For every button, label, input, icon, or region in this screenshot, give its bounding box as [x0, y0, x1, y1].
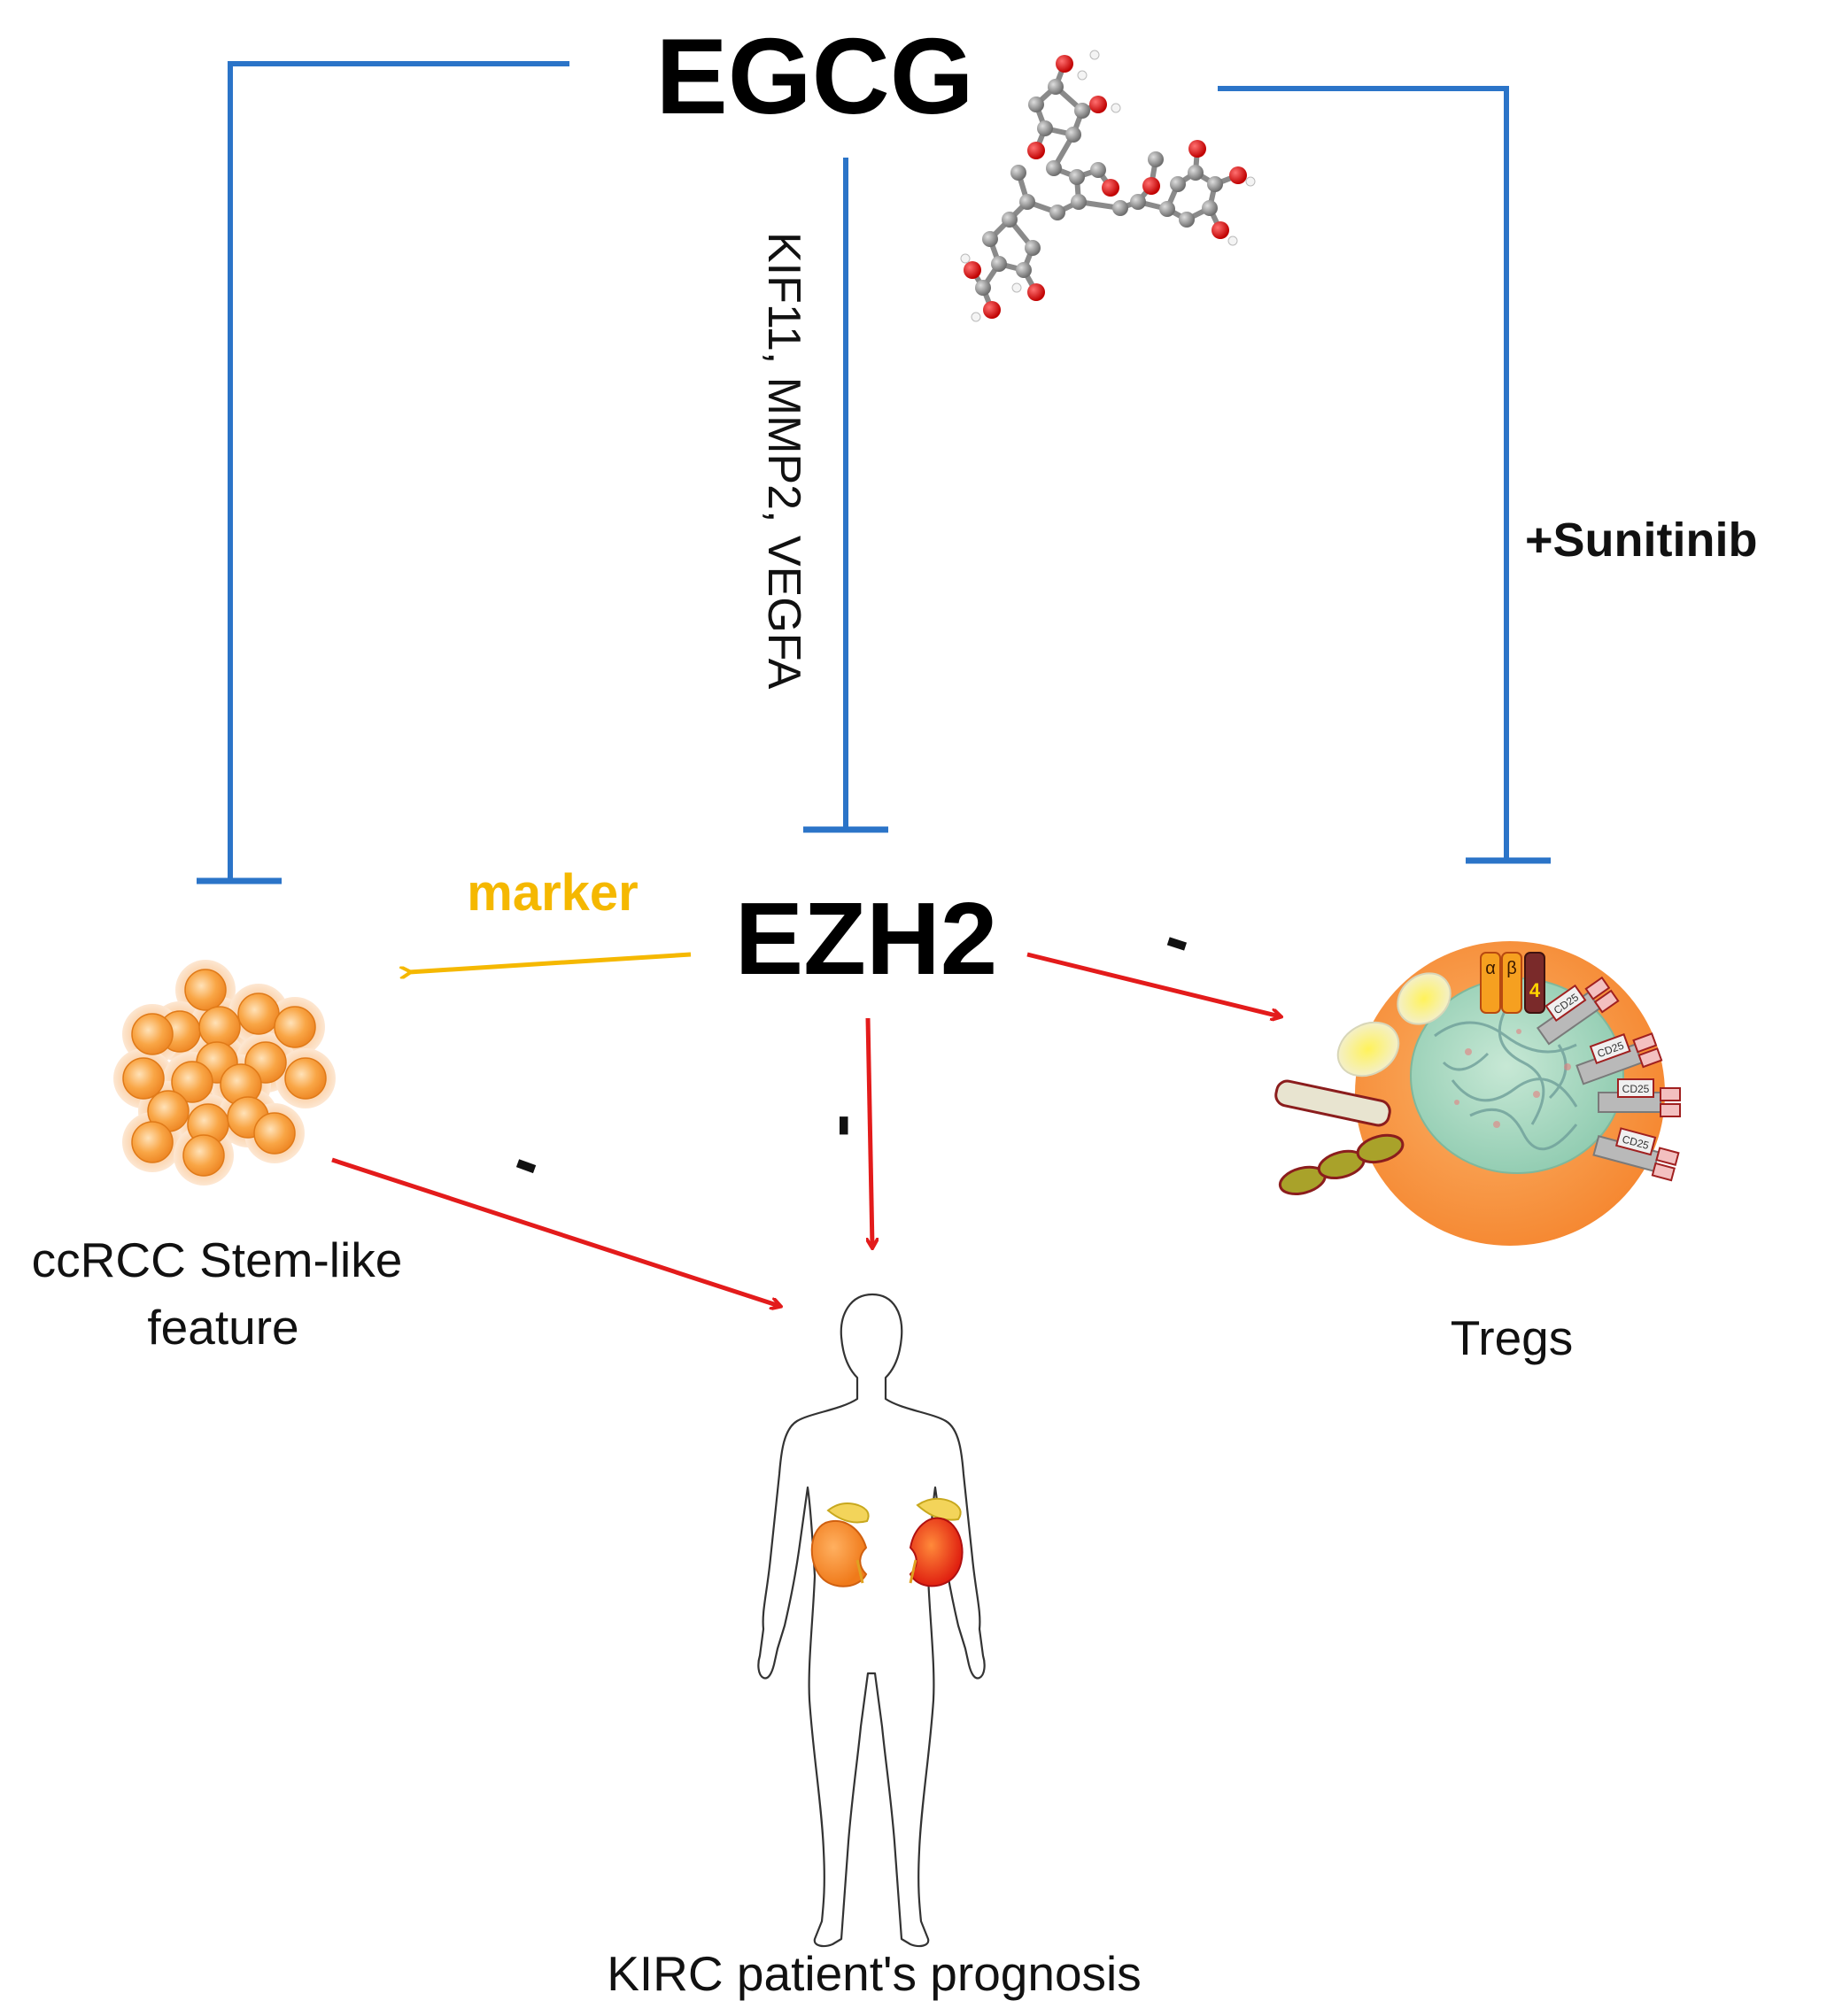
- human-body-icon: [757, 1293, 986, 1948]
- stem-label-line2: feature: [147, 1300, 298, 1355]
- beta-symbol: β: [1506, 959, 1517, 978]
- inhibition-egcg-ezh2: [803, 158, 888, 833]
- cd25-receptor-icon: CD25: [1598, 1078, 1681, 1117]
- kif11-mmp2-vegfa-label: KIF11, MMP2, VEGFA: [758, 232, 809, 690]
- cd25-receptor-icon: CD25: [1536, 976, 1620, 1046]
- cd25-receptor-icon: CD25: [1592, 1127, 1680, 1182]
- inhibition-egcg-stem: [197, 61, 569, 884]
- tregs-label: Tregs: [1451, 1310, 1574, 1365]
- four-symbol: 4: [1529, 979, 1541, 1001]
- kidney-right-icon: [909, 1497, 964, 1587]
- alpha-symbol: α: [1485, 959, 1496, 978]
- arrow-stem-to-patient: [331, 1157, 779, 1306]
- tcr-receptor-icon: α β 4: [1480, 952, 1545, 1014]
- arrow-ezh2-to-tregs: [1026, 952, 1280, 1016]
- egcg-title: EGCG: [655, 16, 973, 136]
- stem-cell-cluster-icon: [113, 960, 336, 1186]
- ezh2-title: EZH2: [735, 881, 998, 996]
- negative-sign-stem-patient: -: [504, 1119, 553, 1201]
- negative-sign-ezh2-tregs: -: [1156, 897, 1203, 979]
- kidney-left-icon: [810, 1502, 870, 1587]
- cd25-receptor-icon: CD25: [1575, 1032, 1663, 1085]
- negative-sign-ezh2-patient: -: [810, 1114, 889, 1138]
- arrow-ezh2-to-stem: [409, 952, 692, 972]
- inhibition-egcg-tregs: [1218, 86, 1551, 864]
- marker-label: marker: [467, 864, 638, 922]
- egcg-molecule-icon: [960, 50, 1256, 322]
- sunitinib-label: +Sunitinib: [1525, 514, 1758, 567]
- cd25-label: CD25: [1622, 1083, 1650, 1095]
- patient-prognosis-label: KIRC patient's prognosis: [607, 1946, 1142, 2001]
- rod-receptor-icon: [1274, 1079, 1405, 1195]
- arrow-ezh2-to-patient: [865, 1017, 872, 1247]
- stem-label-line1: ccRCC Stem-like: [32, 1232, 403, 1287]
